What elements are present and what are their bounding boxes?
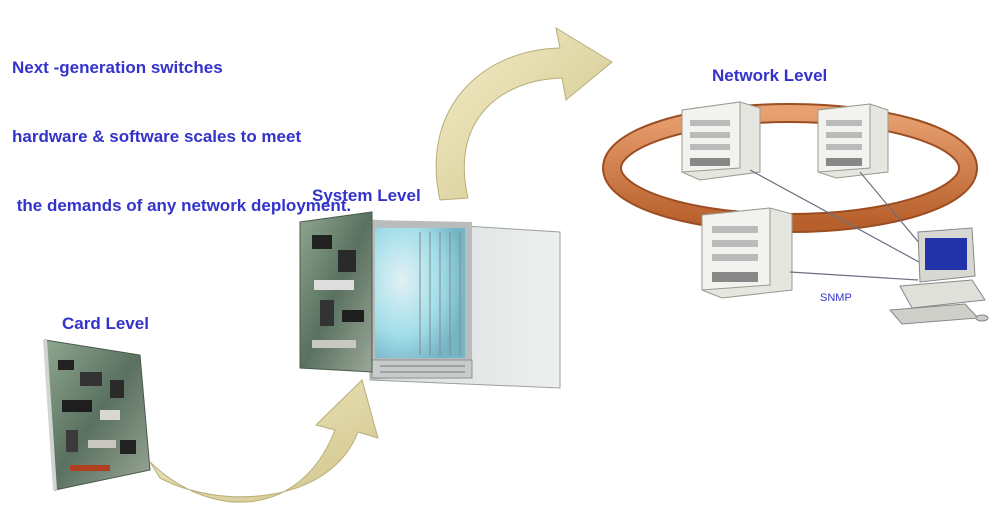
headline-line-3: the demands of any network deployment. xyxy=(12,196,352,215)
server-icon-3 xyxy=(701,207,793,299)
curved-arrow-card-to-system xyxy=(149,379,379,503)
label-system-level: System Level xyxy=(312,186,421,205)
server-icon-2 xyxy=(817,103,889,179)
headline-line-2: hardware & software scales to meet xyxy=(12,127,302,146)
chassis-icon xyxy=(299,211,561,389)
curved-arrow-system-to-network xyxy=(435,26,613,201)
label-network-level: Network Level xyxy=(712,66,828,85)
headline-text: Next -generation switches hardware & sof… xyxy=(12,10,351,263)
workstation-icon xyxy=(888,227,989,325)
ring-network-icon xyxy=(602,103,978,233)
server-icon-1 xyxy=(681,101,761,181)
headline-line-1: Next -generation switches xyxy=(12,58,223,77)
label-card-level: Card Level xyxy=(62,314,149,333)
circuit-card-icon xyxy=(43,339,151,491)
label-snmp: SNMP xyxy=(820,292,852,304)
